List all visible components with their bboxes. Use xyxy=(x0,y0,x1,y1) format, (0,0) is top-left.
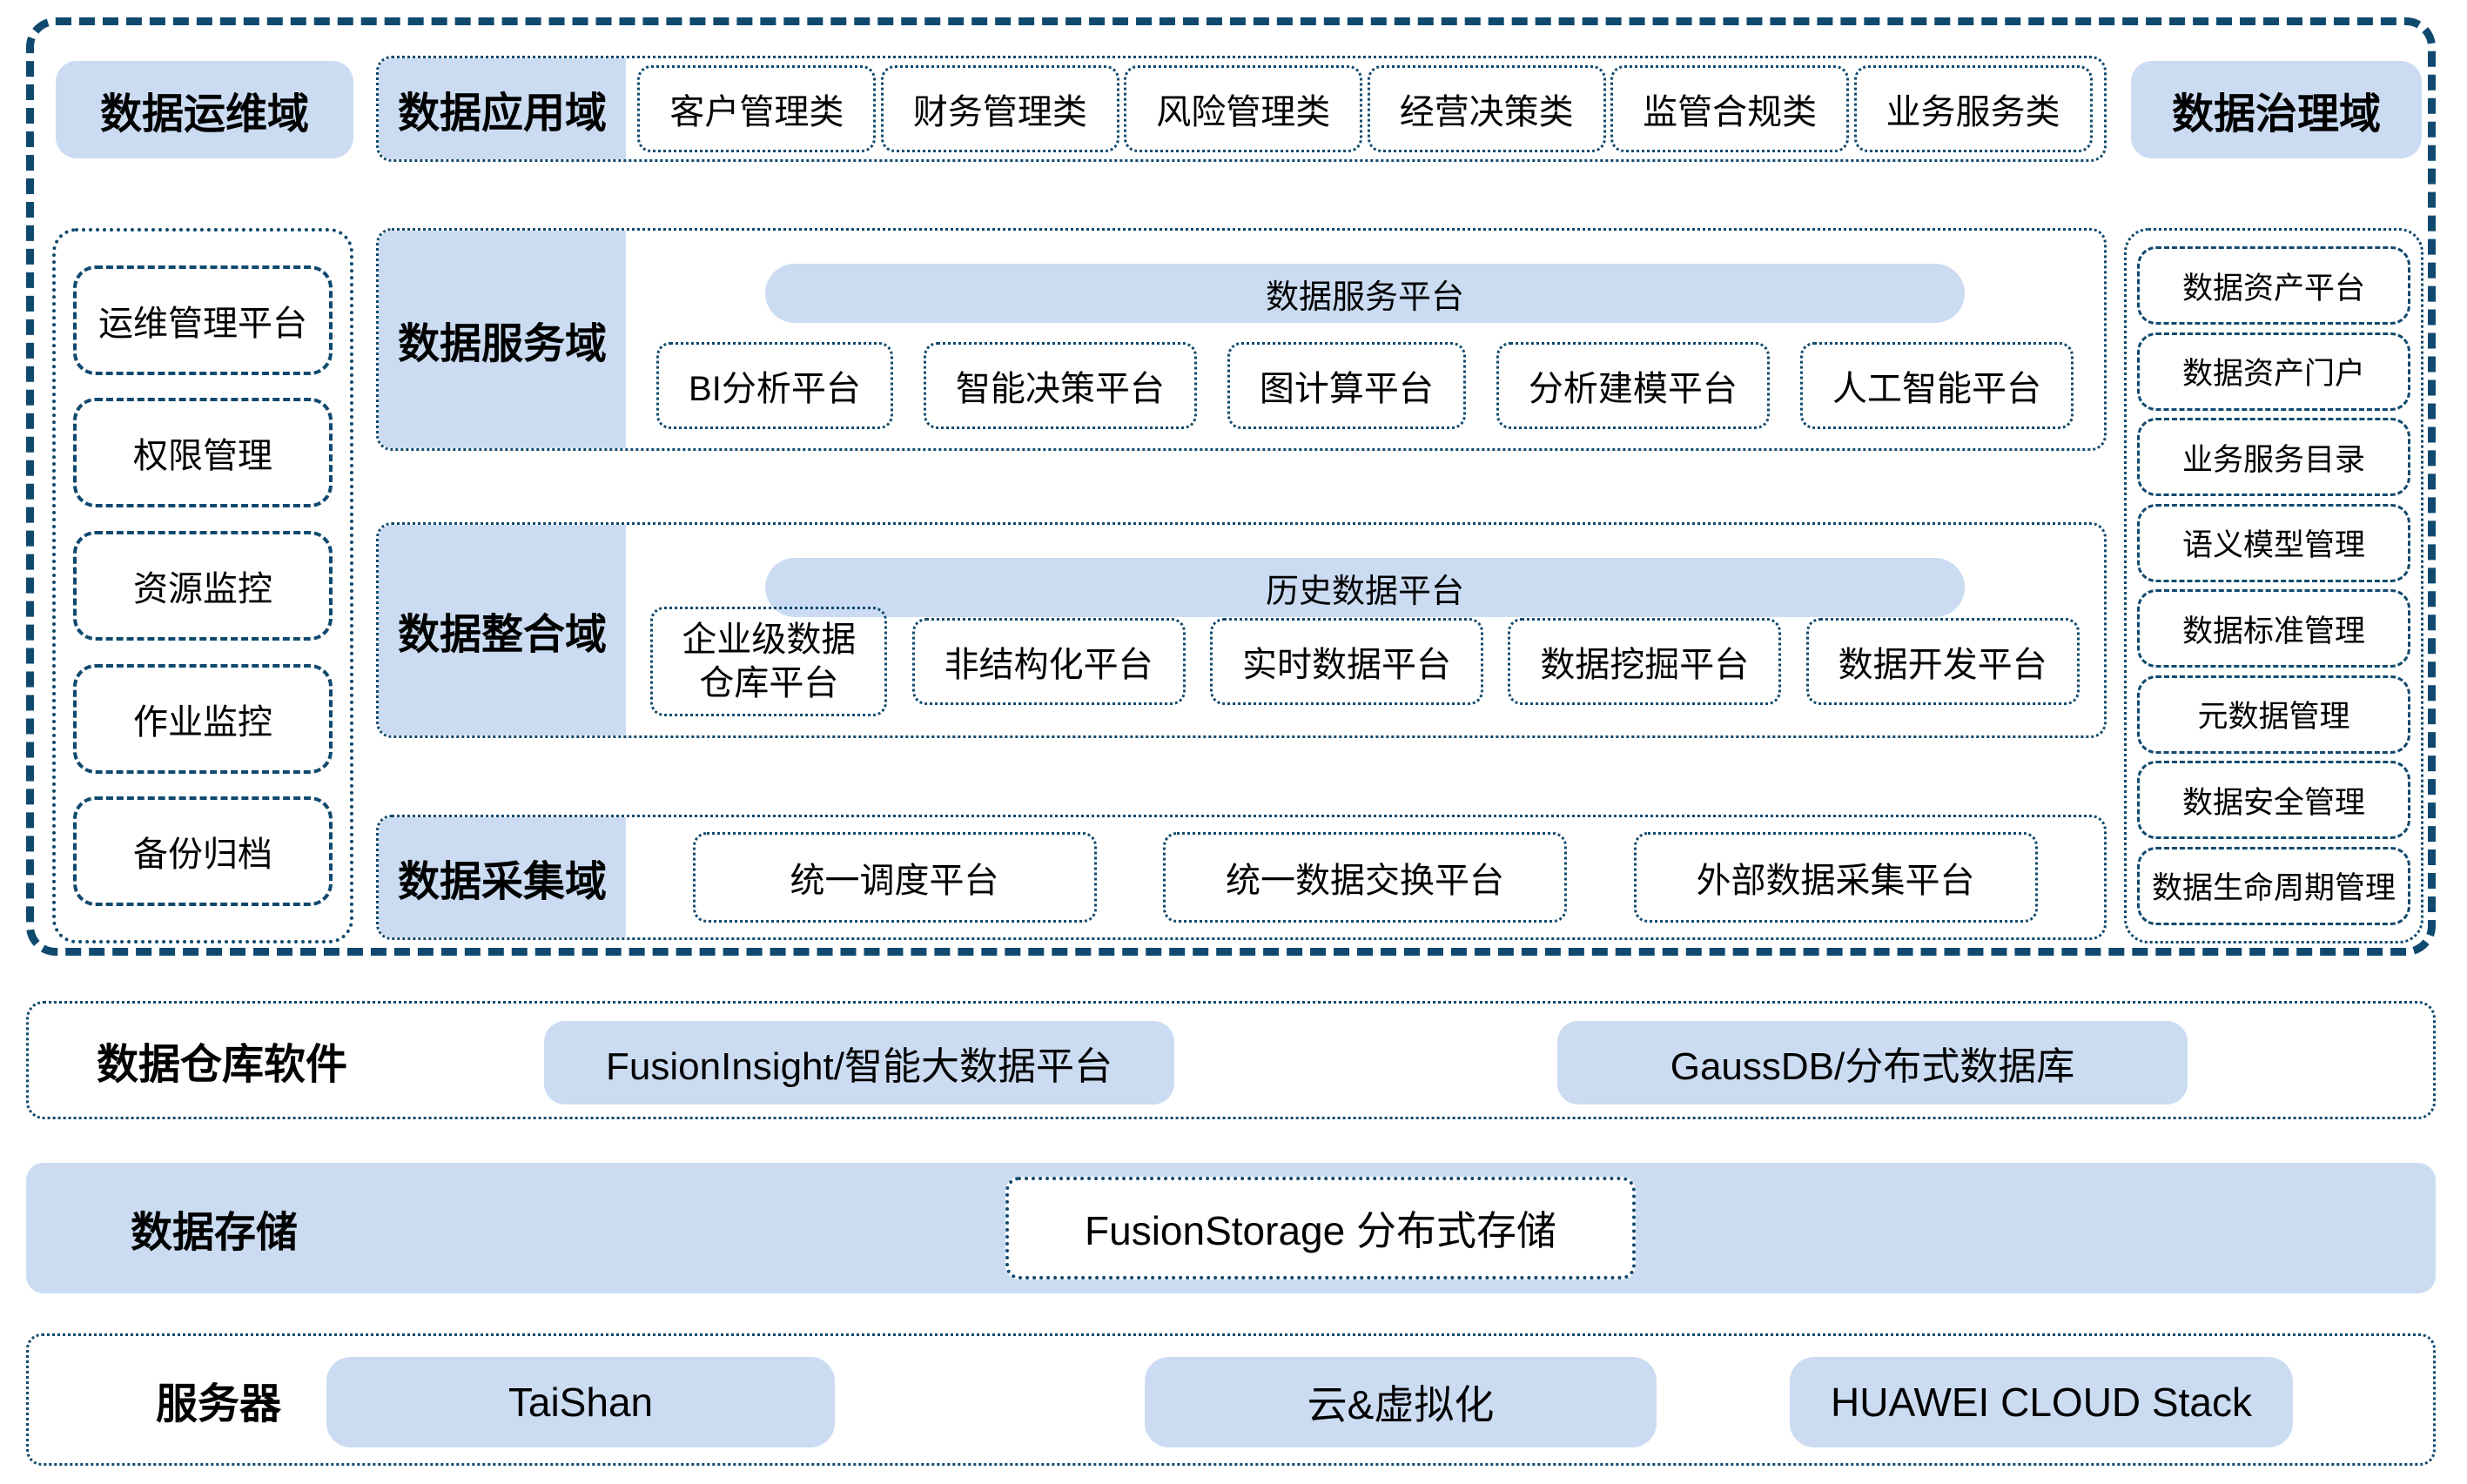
section-data-service-domain: 数据服务域 数据服务平台 BI分析平台 智能决策平台 图计算平台 分析建模平台 … xyxy=(376,228,2107,451)
section-label-integration: 数据整合域 xyxy=(379,525,626,735)
app-domain-group: 数据应用域 客户管理类 财务管理类 风险管理类 经营决策类 监管合规类 业务服务… xyxy=(376,56,2107,162)
app-domain-chips: 客户管理类 财务管理类 风险管理类 经营决策类 监管合规类 业务服务类 xyxy=(626,58,2104,159)
app-chip-customer: 客户管理类 xyxy=(637,65,877,152)
section-integration-content: 历史数据平台 企业级数据仓库平台 非结构化平台 实时数据平台 数据挖掘平台 数据… xyxy=(626,525,2104,735)
gov-item-semantic-model: 语义模型管理 xyxy=(2137,503,2410,582)
governance-domain-column: 数据资产平台 数据资产门户 业务服务目录 语义模型管理 数据标准管理 元数据管理… xyxy=(2124,228,2423,943)
pill-huawei-cloud-stack: HUAWEI CLOUD Stack xyxy=(1790,1357,2293,1447)
section-data-collection-domain: 数据采集域 统一调度平台 统一数据交换平台 外部数据采集平台 xyxy=(376,815,2107,940)
ops-item-om-platform: 运维管理平台 xyxy=(73,265,333,375)
chip-realtime-data: 实时数据平台 xyxy=(1209,618,1483,705)
gov-item-data-standard: 数据标准管理 xyxy=(2137,589,2410,668)
chip-enterprise-dw: 企业级数据仓库平台 xyxy=(650,607,888,716)
box-fusionstorage: FusionStorage 分布式存储 xyxy=(1005,1177,1636,1279)
ops-item-permission: 权限管理 xyxy=(73,398,333,508)
gov-item-security: 数据安全管理 xyxy=(2137,761,2410,840)
row-data-storage: 数据存储 FusionStorage 分布式存储 xyxy=(26,1163,2436,1293)
chip-ai-platform: 人工智能平台 xyxy=(1799,342,2074,429)
ops-item-backup: 备份归档 xyxy=(73,796,333,907)
app-chip-decision: 经营决策类 xyxy=(1367,65,1606,152)
app-chip-compliance: 监管合规类 xyxy=(1610,65,1850,152)
section-collection-content: 统一调度平台 统一数据交换平台 外部数据采集平台 xyxy=(626,817,2104,937)
chip-intelligent-decision: 智能决策平台 xyxy=(923,342,1197,429)
pill-cloud-virtualization: 云&虚拟化 xyxy=(1145,1357,1657,1447)
domain-pill-ops: 数据运维域 xyxy=(56,61,353,158)
domain-pill-governance: 数据治理域 xyxy=(2131,61,2422,158)
chip-bi-platform: BI分析平台 xyxy=(656,342,893,429)
ops-item-resource-monitor: 资源监控 xyxy=(73,530,333,641)
app-domain-label: 数据应用域 xyxy=(379,58,626,159)
gov-item-asset-portal: 数据资产门户 xyxy=(2137,332,2410,411)
app-chip-risk: 风险管理类 xyxy=(1124,65,1363,152)
ops-domain-column: 运维管理平台 权限管理 资源监控 作业监控 备份归档 xyxy=(52,228,353,943)
chip-unified-scheduling: 统一调度平台 xyxy=(692,832,1097,923)
app-chip-service: 业务服务类 xyxy=(1853,65,2093,152)
app-chip-finance: 财务管理类 xyxy=(880,65,1119,152)
chip-data-exchange: 统一数据交换平台 xyxy=(1163,832,1567,923)
section-label-collection: 数据采集域 xyxy=(379,817,626,937)
gov-item-asset-platform: 数据资产平台 xyxy=(2137,246,2410,326)
domains-outer-frame xyxy=(26,17,2436,956)
chip-analytic-modeling: 分析建模平台 xyxy=(1496,342,1770,429)
ops-item-job-monitor: 作业监控 xyxy=(73,663,333,774)
chip-external-collection: 外部数据采集平台 xyxy=(1633,832,2038,923)
warehouse-row-label: 数据仓库软件 xyxy=(97,1042,348,1088)
pill-fusioninsight: FusionInsight/智能大数据平台 xyxy=(544,1021,1174,1105)
gov-item-service-catalog: 业务服务目录 xyxy=(2137,418,2410,497)
section-label-service: 数据服务域 xyxy=(379,231,626,448)
gov-item-metadata: 元数据管理 xyxy=(2137,675,2410,754)
banner-data-service-platform: 数据服务平台 xyxy=(765,264,1965,323)
section-data-integration-domain: 数据整合域 历史数据平台 企业级数据仓库平台 非结构化平台 实时数据平台 数据挖… xyxy=(376,522,2107,738)
row-data-warehouse-software: 数据仓库软件 FusionInsight/智能大数据平台 GaussDB/分布式… xyxy=(26,1001,2436,1119)
pill-taishan: TaiShan xyxy=(326,1357,835,1447)
chip-data-dev: 数据开发平台 xyxy=(1805,618,2080,705)
pill-gaussdb: GaussDB/分布式数据库 xyxy=(1557,1021,2188,1105)
row-server: 服务器 TaiShan 云&虚拟化 HUAWEI CLOUD Stack xyxy=(26,1333,2436,1466)
chip-data-mining: 数据挖掘平台 xyxy=(1508,618,1782,705)
integration-chips: 企业级数据仓库平台 非结构化平台 实时数据平台 数据挖掘平台 数据开发平台 xyxy=(626,607,2104,716)
server-row-label: 服务器 xyxy=(156,1381,282,1427)
collection-chips: 统一调度平台 统一数据交换平台 外部数据采集平台 xyxy=(626,832,2104,923)
banner-history-data-platform: 历史数据平台 xyxy=(765,558,1965,617)
service-chips: BI分析平台 智能决策平台 图计算平台 分析建模平台 人工智能平台 xyxy=(626,342,2104,429)
chip-graph-compute: 图计算平台 xyxy=(1227,342,1466,429)
section-service-content: 数据服务平台 BI分析平台 智能决策平台 图计算平台 分析建模平台 人工智能平台 xyxy=(626,231,2104,448)
storage-row-label: 数据存储 xyxy=(131,1210,299,1256)
gov-item-lifecycle: 数据生命周期管理 xyxy=(2137,846,2410,925)
chip-unstructured: 非结构化平台 xyxy=(911,618,1186,705)
